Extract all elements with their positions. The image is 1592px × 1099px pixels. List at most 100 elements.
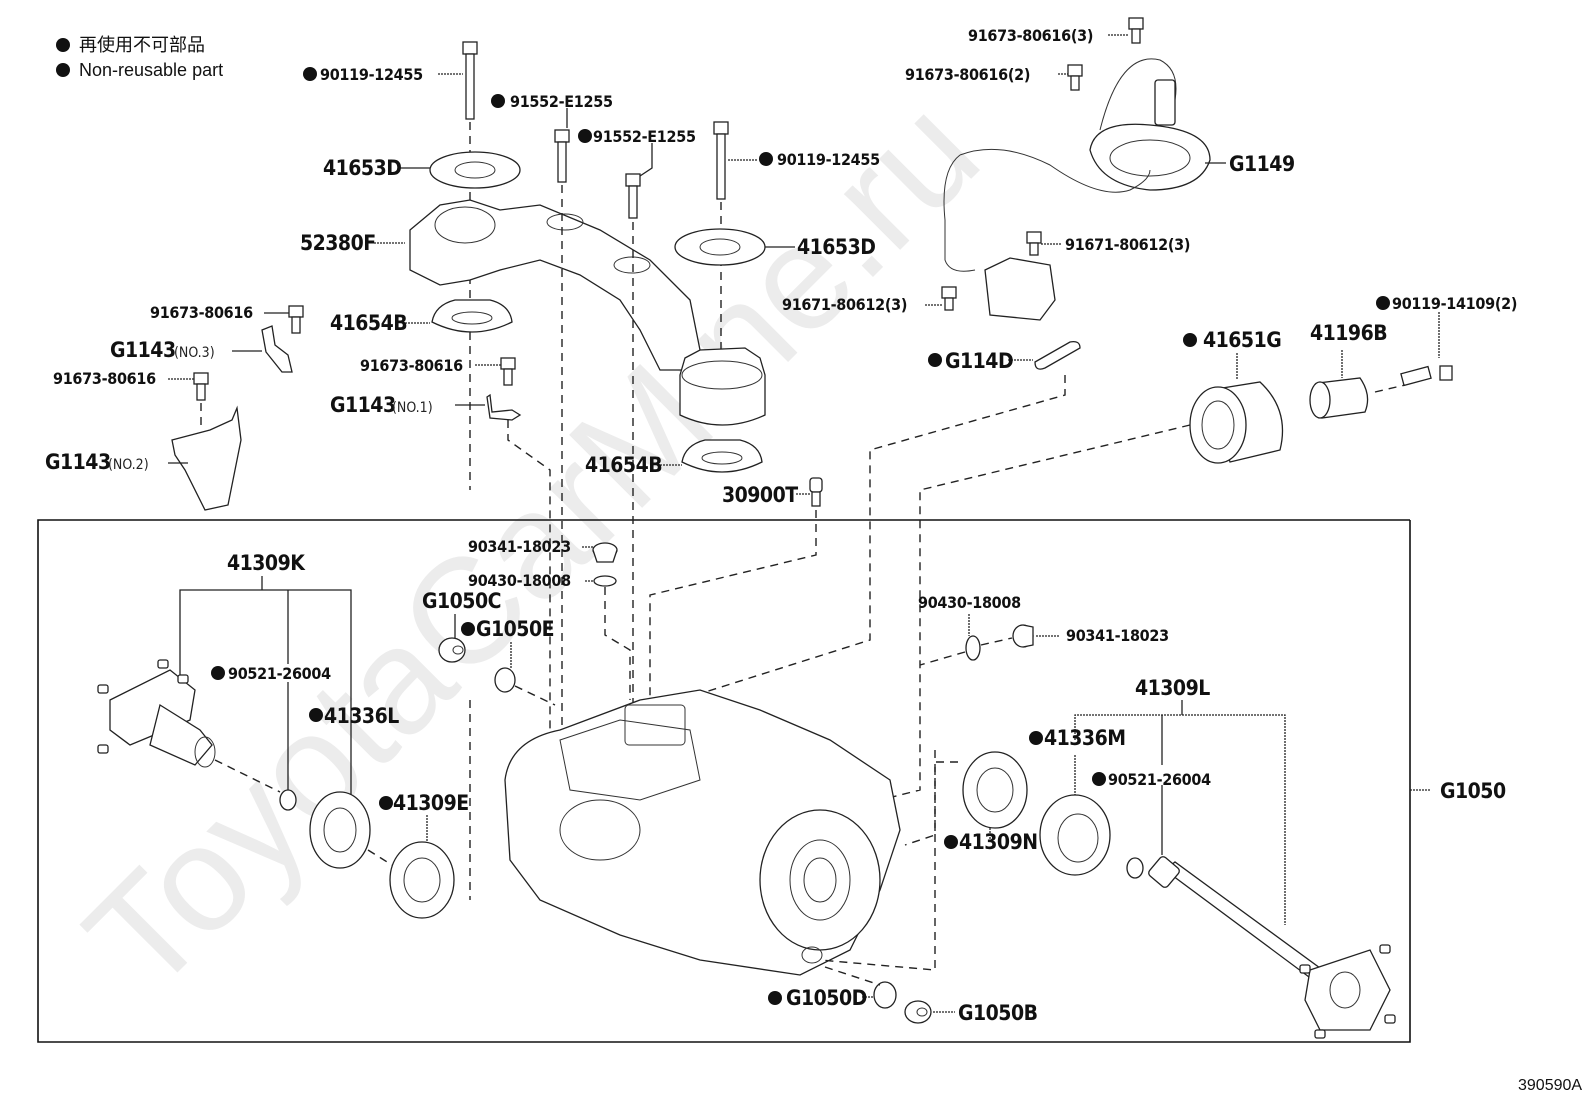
label-41309l[interactable]: 41309L: [1135, 676, 1211, 700]
label-41653d-right[interactable]: 41653D: [797, 235, 876, 259]
label-g1050d[interactable]: G1050D: [786, 986, 867, 1010]
label-91673-80616-b[interactable]: 91673-80616: [360, 356, 463, 375]
label-91673-80616-2[interactable]: 91673-80616(2): [905, 65, 1030, 84]
plug-90341-18023-b: [1012, 624, 1034, 648]
label-90341-18023-b[interactable]: 90341-18023: [1066, 626, 1169, 645]
diagram-code: 390590A: [1518, 1077, 1582, 1094]
gasket-90430-18008-b: [965, 635, 981, 661]
non-reusable-mark-icon: [491, 94, 505, 108]
bolt-icon: [1067, 64, 1083, 91]
label-91552-e1255-b[interactable]: 91552-E1255: [593, 127, 696, 146]
bolt-icon: [1400, 365, 1453, 387]
seal-41309n: [962, 751, 1028, 829]
cushion-41654b-right: [681, 439, 763, 473]
label-g1050[interactable]: G1050: [1440, 779, 1506, 803]
shaft-41309k: [97, 659, 216, 768]
bolt-icon: [713, 121, 729, 200]
label-91673-80616-a[interactable]: 91673-80616: [150, 303, 253, 322]
non-reusable-mark-icon: [944, 835, 958, 849]
bracket-g1143-no1: [486, 393, 522, 421]
non-reusable-mark-icon: [211, 666, 225, 680]
washer-41653d-right: [674, 228, 766, 266]
differential-housing: [504, 689, 901, 976]
non-reusable-mark-icon: [1376, 296, 1390, 310]
non-reusable-mark-icon: [578, 129, 592, 143]
gasket-g114d: [1034, 340, 1081, 370]
label-52380f[interactable]: 52380F: [300, 231, 376, 255]
label-g1149[interactable]: G1149: [1229, 152, 1295, 176]
legend-text-jp: 再使用不可部品: [79, 35, 205, 55]
label-91673-80616-c[interactable]: 91673-80616: [53, 369, 156, 388]
label-g1143-no1-note: (NO.1): [392, 400, 433, 416]
label-41196b[interactable]: 41196B: [1310, 321, 1388, 345]
label-41653d-left[interactable]: 41653D: [323, 156, 402, 180]
gasket-90430-18008-a: [593, 575, 617, 587]
bolt-icon: [462, 41, 478, 120]
non-reusable-mark-icon: [303, 67, 317, 81]
bolt-icon: [625, 173, 641, 219]
label-41309e[interactable]: 41309E: [393, 791, 469, 815]
label-g1143-no3-note: (NO.3): [174, 345, 215, 361]
label-41336m[interactable]: 41336M: [1044, 726, 1126, 750]
label-g1050b[interactable]: G1050B: [958, 1001, 1038, 1025]
label-91671-80612-3-a[interactable]: 91671-80612(3): [1065, 235, 1190, 254]
seal-41336m: [1039, 794, 1111, 876]
label-90119-12455-left[interactable]: 90119-12455: [320, 65, 423, 84]
label-g1143-no2[interactable]: G1143: [45, 450, 111, 474]
label-41309n[interactable]: 41309N: [959, 830, 1038, 854]
label-91673-80616-3[interactable]: 91673-80616(3): [968, 26, 1093, 45]
label-90430-18008-b[interactable]: 90430-18008: [918, 593, 1021, 612]
shaft-41309l: [1148, 856, 1396, 1039]
plug-g1050b: [904, 1000, 932, 1024]
bolt-icon: [1026, 231, 1042, 256]
non-reusable-mark-icon: [768, 991, 782, 1005]
legend: 再使用不可部品 Non-reusable part: [56, 35, 223, 80]
label-90430-18008-a[interactable]: 90430-18008: [468, 571, 571, 590]
snap-ring-90521-26004-a: [279, 789, 297, 811]
non-reusable-mark-icon: [379, 796, 393, 810]
cushion-41654b-left: [431, 299, 513, 333]
gasket-g1050e: [494, 667, 516, 693]
legend-text-en: Non-reusable part: [79, 60, 223, 80]
label-g1143-no2-note: (NO.2): [108, 457, 149, 473]
snap-ring-90521-26004-b: [1126, 857, 1144, 879]
plug-90341-18023-a: [592, 542, 618, 563]
breather-icon: [809, 477, 823, 507]
label-90521-26004-a[interactable]: 90521-26004: [228, 664, 331, 683]
label-90119-12455-right[interactable]: 90119-12455: [777, 150, 880, 169]
non-reusable-mark-icon: [928, 353, 942, 367]
label-90341-18023-a[interactable]: 90341-18023: [468, 537, 571, 556]
bolt-icon: [941, 286, 957, 311]
bolt-icon: [554, 129, 570, 183]
non-reusable-mark-icon: [461, 622, 475, 636]
non-reusable-mark-icon: [1092, 772, 1106, 786]
label-g114d[interactable]: G114D: [945, 349, 1014, 373]
non-reusable-mark-icon: [309, 708, 323, 722]
label-90521-26004-b[interactable]: 90521-26004: [1108, 770, 1211, 789]
label-91552-e1255-a[interactable]: 91552-E1255: [510, 92, 613, 111]
label-g1143-no3[interactable]: G1143: [110, 338, 176, 362]
label-g1050e[interactable]: G1050E: [476, 617, 555, 641]
label-90119-14109-2[interactable]: 90119-14109(2): [1392, 294, 1517, 313]
seal-41309e: [389, 841, 455, 919]
non-reusable-mark-icon: [1029, 731, 1043, 745]
label-g1050c[interactable]: G1050C: [422, 589, 501, 613]
bracket-g1143-no2: [171, 405, 242, 511]
seal-41336l: [309, 791, 371, 869]
bracket-g1143-no3: [261, 325, 293, 373]
bushing-41651g: [1189, 381, 1284, 464]
label-41651g[interactable]: 41651G: [1203, 328, 1282, 352]
label-41336l[interactable]: 41336L: [324, 704, 400, 728]
bolt-icon: [288, 305, 304, 334]
label-91671-80612-3-b[interactable]: 91671-80612(3): [782, 295, 907, 314]
non-reusable-mark-icon: [1183, 333, 1197, 347]
bolt-icon: [1128, 17, 1144, 44]
label-g1143-no1[interactable]: G1143: [330, 393, 396, 417]
label-41309k[interactable]: 41309K: [227, 551, 307, 575]
bolt-icon: [500, 357, 516, 386]
label-30900t[interactable]: 30900T: [722, 483, 799, 507]
label-41654b-left[interactable]: 41654B: [330, 311, 408, 335]
label-41654b-right[interactable]: 41654B: [585, 453, 663, 477]
gasket-g1050d: [873, 981, 897, 1009]
